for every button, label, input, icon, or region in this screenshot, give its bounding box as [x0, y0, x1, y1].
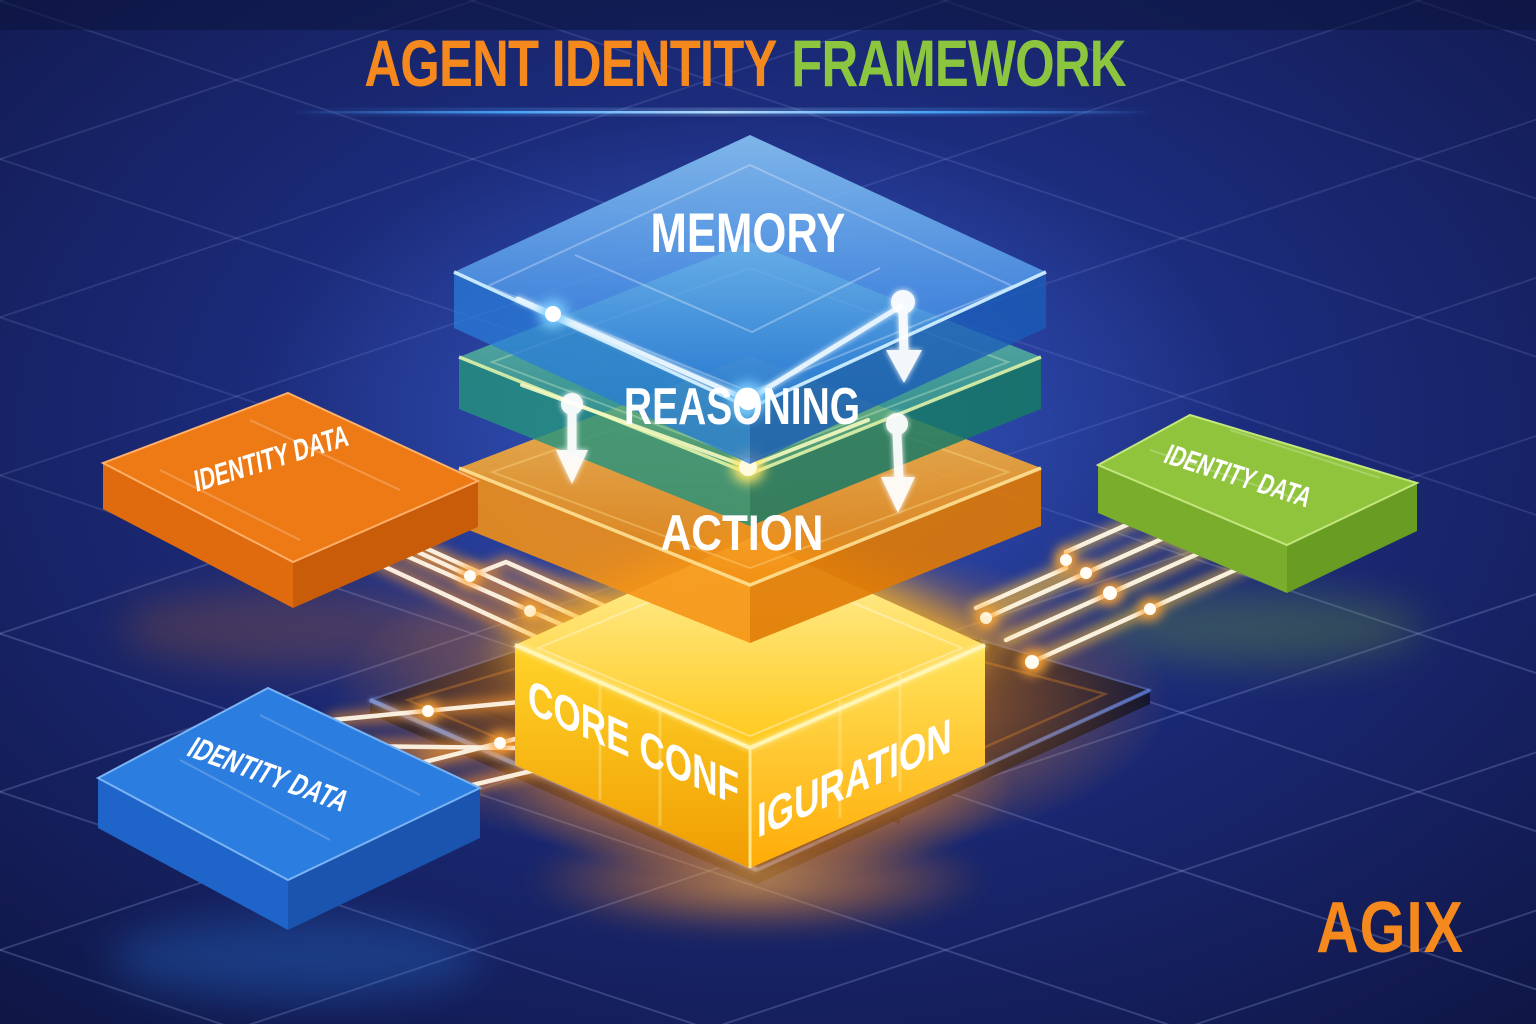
- chip-reflection-orange: [120, 588, 480, 668]
- chip-identity-data-blue: IDENTITY DATA: [95, 686, 483, 930]
- memory-faint-line: [574, 254, 881, 334]
- chip-identity-data-green: IDENTITY DATA: [1095, 413, 1420, 593]
- chip-face-top: [100, 391, 481, 564]
- chip-face-right: [1287, 483, 1417, 593]
- flow-arrows: [556, 290, 922, 513]
- action-rim: [458, 466, 1042, 587]
- core-face-right: [750, 645, 985, 868]
- title-divider: [292, 111, 1152, 114]
- reasoning-face-left: [459, 357, 750, 526]
- platform-tip-glow: [527, 825, 987, 935]
- glow-node: [738, 390, 758, 410]
- chip-face-top: [1095, 413, 1420, 547]
- title-part-orange: AGENT IDENTITY: [364, 28, 777, 101]
- brand-logo: AGIX: [1316, 886, 1464, 967]
- core-face-streaks: [598, 674, 902, 826]
- chip-top-detail: [159, 419, 401, 541]
- circuit-traces-right: [970, 504, 1250, 675]
- chip-face-right: [293, 481, 478, 608]
- core-top-detail: [535, 558, 965, 738]
- chip-face-left: [1098, 465, 1287, 593]
- chip-top-detail: [179, 714, 421, 841]
- title-part-green: FRAMEWORK: [791, 28, 1126, 101]
- memory-label: MEMORY: [651, 202, 846, 264]
- chip-reflection-blue: [110, 916, 480, 1000]
- action-face-right: [750, 468, 1041, 643]
- reasoning-label: REASONING: [624, 376, 860, 435]
- chip-identity-data-orange: IDENTITY DATA: [100, 391, 481, 608]
- chip-face-top: [95, 686, 483, 882]
- chip-top-detail: [1149, 429, 1381, 501]
- arrow-down-icon: [886, 290, 922, 383]
- memory-face-left: [454, 272, 750, 464]
- circuit-trace: [1029, 563, 1247, 665]
- chip-face-left: [98, 778, 288, 930]
- chip-face-right: [288, 788, 480, 930]
- core-face-left: [515, 645, 750, 868]
- top-vignette: [0, 0, 1536, 30]
- arrow-down-icon: [556, 393, 588, 484]
- action-label: ACTION: [661, 505, 824, 561]
- arrow-down-icon: [881, 413, 915, 513]
- chip-reflection-green: [1093, 592, 1423, 664]
- chip-face-left: [103, 463, 293, 608]
- glow-node: [545, 306, 561, 322]
- action-face-left: [459, 468, 750, 643]
